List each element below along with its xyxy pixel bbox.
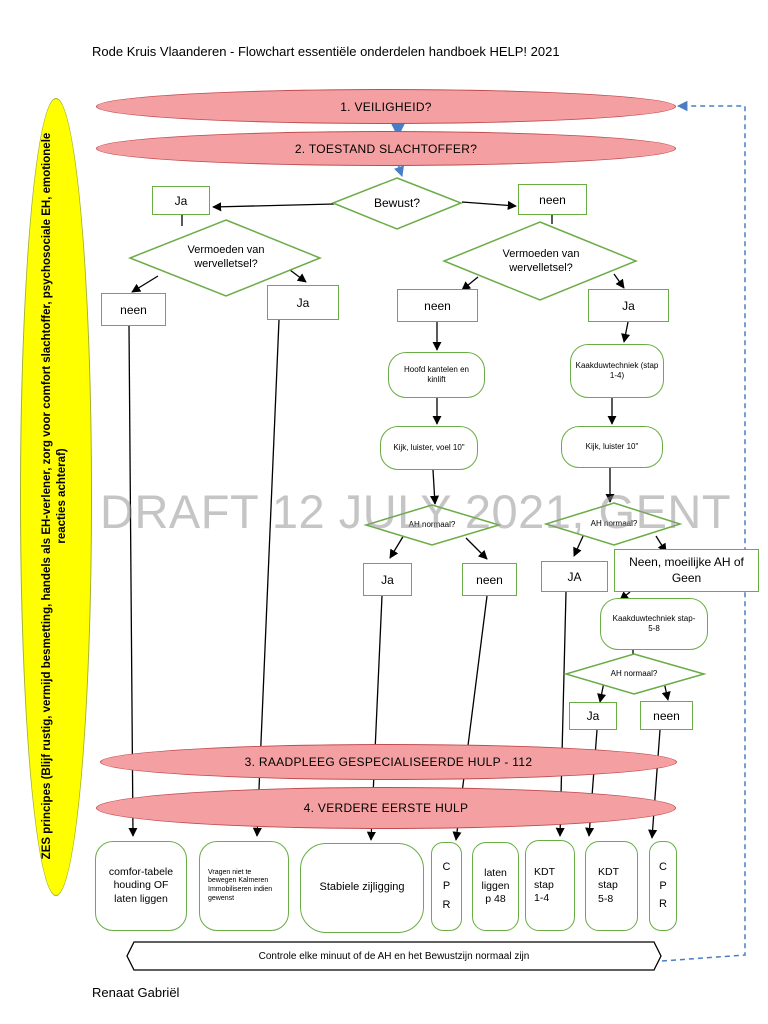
decision-wervelletsel-left: Vermoeden van wervelletsel? — [187, 244, 265, 270]
control-instruction: Controle elke minuut of de AH en het Bew… — [258, 950, 530, 962]
draft-watermark: DRAFT 12 JULY 2021, GENT — [100, 485, 732, 538]
outcome-kdt-5-8: KDT stap 5-8 — [585, 841, 638, 931]
step-4-verdere-hulp: 4. VERDERE EERSTE HULP — [96, 787, 676, 829]
control-banner-shape — [126, 941, 662, 971]
zes-principles-ellipse — [20, 98, 92, 896]
step-1-veiligheid: 1. VEILIGHEID? — [96, 89, 676, 124]
decision-ah-normaal-2: AH normaal? — [590, 519, 638, 528]
answer-neen-mid: neen — [397, 289, 478, 322]
decision-ah-normaal-3: AH normaal? — [610, 669, 658, 678]
action-kaakduwtechniek-1-4: Kaakduwtechniek (stap 1-4) — [570, 344, 664, 398]
step-2-toestand: 2. TOESTAND SLACHTOFFER? — [96, 131, 676, 166]
answer-neen-ah3: neen — [640, 701, 693, 730]
decision-bewust: Bewust? — [373, 195, 421, 210]
outcome-comfortabele-houding: comfor-tabele houding OF laten liggen — [95, 841, 187, 931]
answer-neen-top: neen — [518, 184, 587, 215]
decision-ah-normaal-1: AH normaal? — [408, 520, 456, 529]
answer-neen-left: neen — [101, 293, 166, 326]
outcome-laten-liggen: laten liggen p 48 — [472, 842, 519, 931]
answer-ja-ah1: Ja — [363, 563, 412, 596]
answer-neen-moeilijke-ah: Neen, moeilijke AH of Geen — [614, 549, 759, 592]
answer-ja-mid: Ja — [588, 289, 669, 322]
outcome-vragen-niet-bewegen: Vragen niet te bewegen Kalmeren Immobili… — [199, 841, 289, 931]
outcome-cpr-2: C P R — [649, 841, 677, 931]
page-title: Rode Kruis Vlaanderen - Flowchart essent… — [92, 44, 560, 59]
decision-wervelletsel-right: Vermoeden van wervelletsel? — [502, 248, 580, 274]
answer-ja-top: Ja — [152, 186, 210, 215]
answer-ja-ah3: Ja — [569, 702, 617, 730]
answer-neen-ah1: neen — [462, 563, 517, 596]
outcome-stabiele-zijligging: Stabiele zijligging — [300, 843, 424, 933]
step-3-raadpleeg: 3. RAADPLEEG GESPECIALISEERDE HULP - 112 — [100, 744, 677, 780]
action-hoofd-kantelen: Hoofd kantelen en kinlift — [388, 352, 485, 398]
answer-ja-ah2: JA — [541, 561, 608, 592]
outcome-cpr-1: C P R — [431, 842, 462, 931]
answer-ja-left: Ja — [267, 285, 339, 320]
outcome-kdt-1-4: KDT stap 1-4 — [525, 840, 575, 931]
action-kijk-luister-voel: Kijk, luister, voel 10" — [380, 426, 478, 470]
action-kijk-luister: Kijk, luister 10" — [561, 426, 663, 468]
action-kaakduwtechniek-5-8: Kaakduwtechniek stap-5-8 — [600, 598, 708, 650]
footer-author: Renaat Gabriël — [92, 985, 180, 1000]
zes-principles-text: ZES principes (Blijf rustig, vermijd bes… — [41, 132, 68, 860]
